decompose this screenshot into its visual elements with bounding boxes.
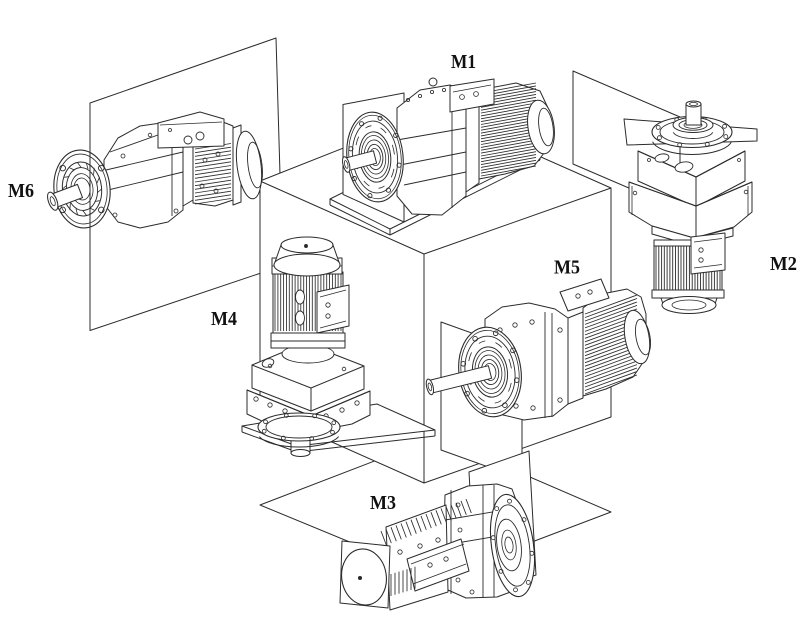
svg-text:M6: M6 [8,180,34,202]
svg-text:M5: M5 [554,257,580,279]
svg-text:M2: M2 [770,253,797,275]
svg-text:M4: M4 [211,308,237,330]
svg-text:M3: M3 [370,492,396,514]
svg-text:M1: M1 [451,51,476,73]
